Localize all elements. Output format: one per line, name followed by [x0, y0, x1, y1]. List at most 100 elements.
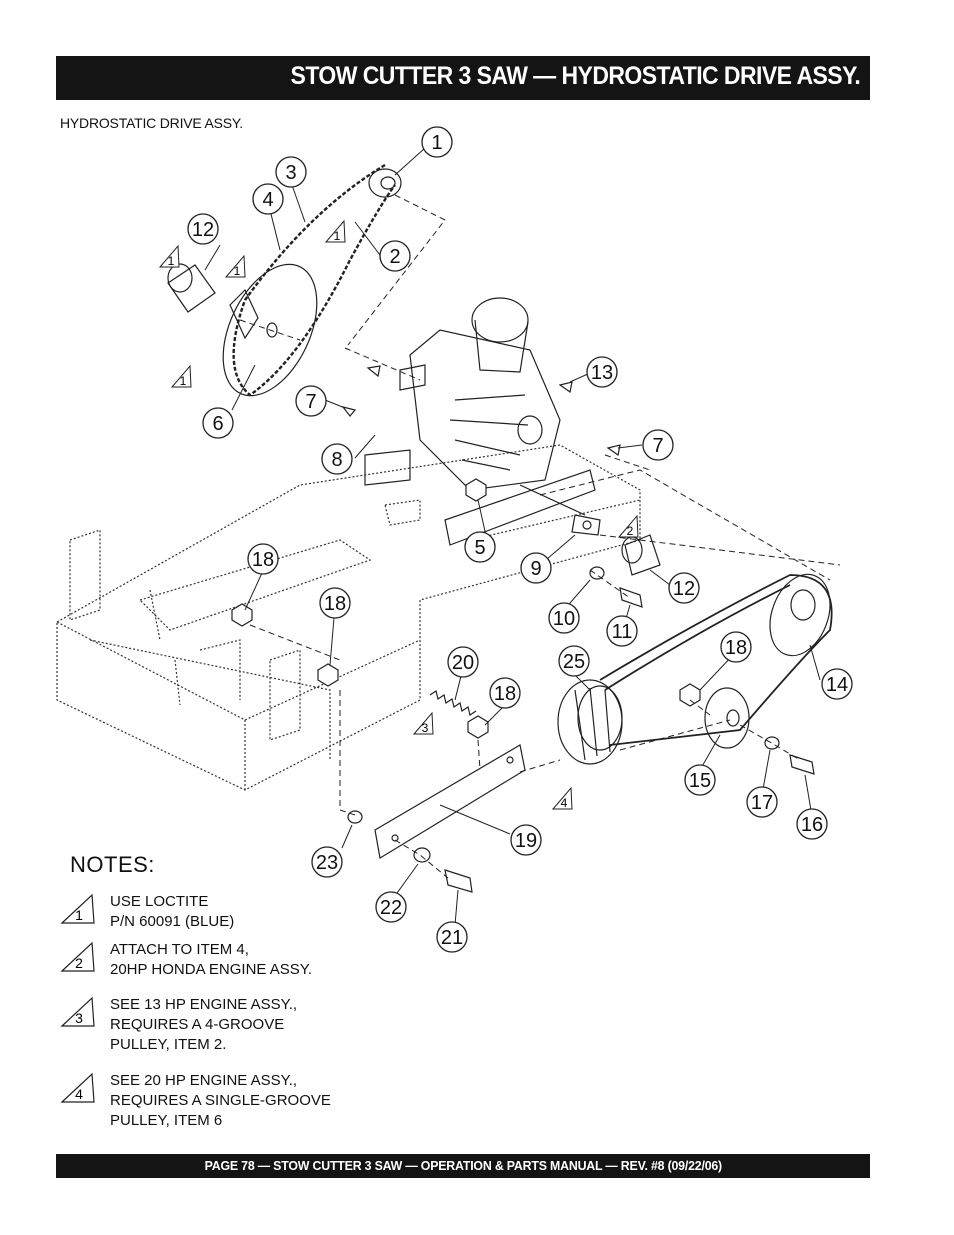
- note-marker-1: 1: [324, 219, 346, 243]
- note-marker-label: 4: [561, 796, 568, 810]
- note-marker-label: 1: [180, 374, 187, 388]
- callout-12: 12: [187, 213, 219, 245]
- v-belt: [599, 574, 833, 746]
- leader-lines: [204, 147, 821, 926]
- callout-18: 18: [247, 543, 279, 575]
- callout-6: 6: [202, 407, 234, 439]
- callout-label: 23: [316, 852, 338, 874]
- spring: [429, 690, 477, 716]
- callout-label: 21: [441, 927, 463, 949]
- callout-label: 17: [751, 792, 773, 814]
- note-4: 4 SEE 20 HP ENGINE ASSY., REQUIRES A SIN…: [60, 1071, 380, 1136]
- note-text: ATTACH TO ITEM 4, 20HP HONDA ENGINE ASSY…: [110, 941, 313, 978]
- note-number: 1: [75, 907, 83, 923]
- callout-label: 18: [725, 637, 747, 659]
- callout-label: 3: [285, 162, 296, 184]
- callout-17: 17: [746, 786, 778, 818]
- drive-chain: [232, 163, 396, 397]
- callout-18: 18: [489, 677, 521, 709]
- callout-9: 9: [520, 552, 552, 584]
- note-text: SEE 20 HP ENGINE ASSY., REQUIRES A SINGL…: [110, 1072, 331, 1129]
- note-number: 3: [75, 1010, 83, 1026]
- note-triangle-icon: 4: [60, 1072, 95, 1103]
- note-marker-label: 1: [334, 229, 341, 243]
- note-triangle-icon: 2: [60, 941, 95, 972]
- footer-text: PAGE 78 — STOW CUTTER 3 SAW — OPERATION …: [204, 1158, 722, 1173]
- hardware: [231, 365, 815, 893]
- callout-2: 2: [379, 240, 411, 272]
- pulley-15: [704, 687, 750, 749]
- note-marker-label: 1: [234, 264, 241, 278]
- coupler-left: [167, 263, 216, 313]
- callout-label: 7: [652, 435, 663, 457]
- callout-label: 12: [192, 219, 214, 241]
- callout-label: 16: [801, 814, 823, 836]
- callout-label: 12: [673, 578, 695, 600]
- note-triangle-icon: 1: [60, 893, 95, 924]
- callout-18: 18: [720, 631, 752, 663]
- note-number: 4: [75, 1086, 83, 1102]
- callout-label: 4: [262, 189, 273, 211]
- callout-layer: 1234567789101112121314151617181818181920…: [187, 126, 853, 953]
- note-marker-1: 1: [224, 254, 246, 278]
- callout-12: 12: [668, 572, 700, 604]
- note-marker-3: 3: [412, 711, 434, 735]
- page-footer: PAGE 78 — STOW CUTTER 3 SAW — OPERATION …: [56, 1154, 870, 1178]
- callout-3: 3: [275, 156, 307, 188]
- note-number: 2: [75, 955, 83, 971]
- note-text: SEE 13 HP ENGINE ASSY., REQUIRES A 4-GRO…: [110, 996, 298, 1053]
- callout-label: 20: [452, 652, 474, 674]
- callout-20: 20: [447, 646, 479, 678]
- callout-label: 15: [689, 770, 711, 792]
- callout-19: 19: [510, 824, 542, 856]
- callout-5: 5: [464, 531, 496, 563]
- page-title-bar: STOW CUTTER 3 SAW — HYDROSTATIC DRIVE AS…: [56, 56, 870, 100]
- callout-8: 8: [321, 443, 353, 475]
- note-marker-label: 3: [422, 721, 429, 735]
- callout-label: 19: [515, 830, 537, 852]
- shaft-flange: [519, 484, 601, 536]
- callout-label: 11: [612, 621, 633, 643]
- callout-label: 6: [212, 413, 223, 435]
- page-title: STOW CUTTER 3 SAW — HYDROSTATIC DRIVE AS…: [290, 62, 860, 90]
- assembly-lines: [239, 194, 841, 879]
- note-triangle-icon: 3: [60, 996, 95, 1027]
- note-marker-label: 2: [627, 524, 634, 538]
- callout-label: 2: [389, 246, 400, 268]
- callout-label: 9: [530, 558, 541, 580]
- callout-label: 8: [331, 449, 342, 471]
- callout-7: 7: [295, 385, 327, 417]
- callout-10: 10: [548, 602, 580, 634]
- pulley-25: [557, 679, 623, 765]
- note-text: USE LOCTITE P/N 60091 (BLUE): [110, 893, 235, 930]
- note-2: 2 ATTACH TO ITEM 4, 20HP HONDA ENGINE AS…: [60, 940, 380, 985]
- callout-16: 16: [796, 808, 828, 840]
- diagram-subtitle: HYDROSTATIC DRIVE ASSY.: [60, 115, 243, 131]
- callout-18: 18: [319, 587, 351, 619]
- callout-label: 7: [305, 391, 316, 413]
- callout-label: 13: [591, 362, 613, 384]
- pulley-14: [769, 573, 831, 657]
- callout-23: 23: [311, 846, 343, 878]
- callout-21: 21: [436, 921, 468, 953]
- callout-label: 10: [553, 608, 575, 630]
- callout-1: 1: [421, 126, 453, 158]
- callout-11: 11: [606, 615, 638, 647]
- callout-4: 4: [252, 183, 284, 215]
- coupler-right: [621, 534, 661, 576]
- callout-label: 14: [826, 674, 848, 696]
- note-3: 3 SEE 13 HP ENGINE ASSY., REQUIRES A 4-G…: [60, 995, 380, 1060]
- note-1: 1 USE LOCTITE P/N 60091 (BLUE): [60, 892, 380, 937]
- callout-label: 22: [380, 897, 402, 919]
- hydrostatic-pump: [364, 297, 596, 546]
- callout-label: 5: [474, 537, 485, 559]
- callout-22: 22: [375, 891, 407, 923]
- note-marker-1: 1: [158, 244, 180, 268]
- callout-14: 14: [821, 668, 853, 700]
- callout-25: 25: [558, 645, 590, 677]
- note-marker-2: 2: [617, 514, 639, 538]
- callout-label: 25: [563, 651, 585, 673]
- callout-15: 15: [684, 764, 716, 796]
